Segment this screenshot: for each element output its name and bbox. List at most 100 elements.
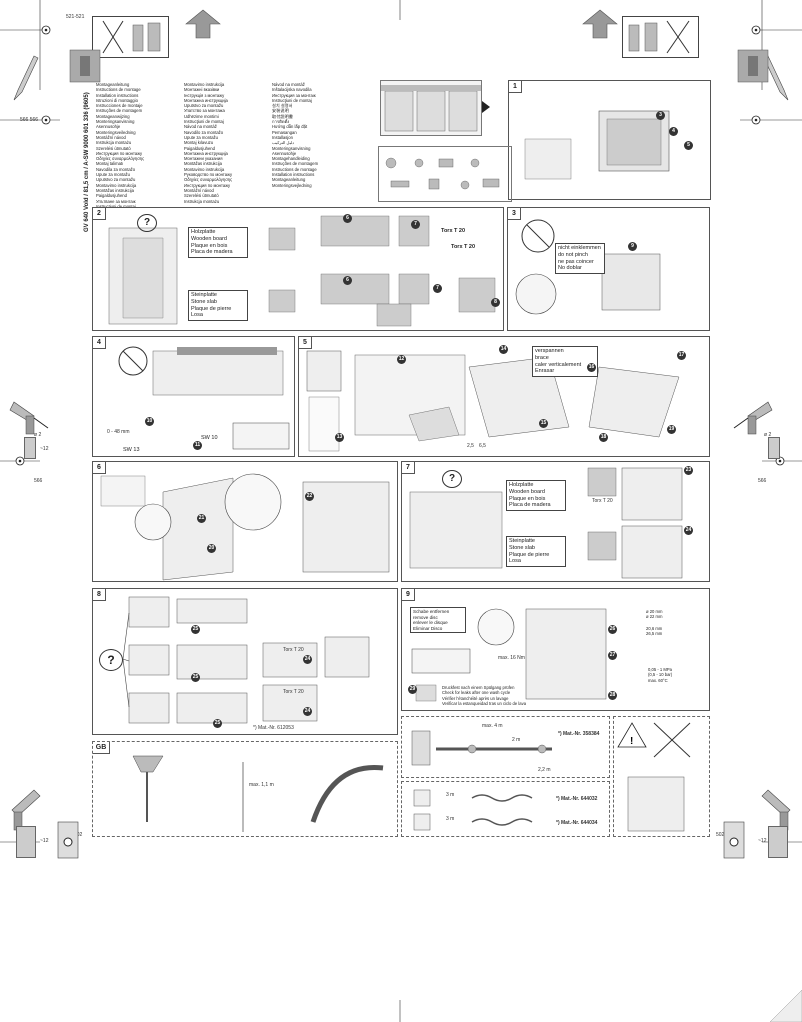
dim-mid-left: 566 566: [20, 117, 39, 123]
torx-label-1: Torx T 20: [441, 228, 466, 234]
languages_col1-item: Uputstvo za montažu: [96, 177, 136, 183]
hose-dims: ø 20 mm ø 22 mm 20,6 mm 26,5 mm: [646, 609, 663, 636]
gb-panel: GB max. 1,1 m: [92, 741, 398, 837]
languages_col1-item: Montaj talimatı: [96, 161, 124, 167]
scrape-es: Eliminar Disco: [413, 625, 443, 631]
pressure-mpa: 0,05 - 1 MPa: [648, 667, 672, 672]
languages_col2-item: Szerelési útmutató: [184, 193, 219, 199]
step-panel-7: 7 ? Holzplatte Wooden board Plaque en bo…: [401, 461, 710, 582]
drill-depth-bottom-left: ~12: [40, 838, 49, 844]
mat-nr-label: *) Mat.-Nr. 612053: [253, 725, 294, 731]
languages_col3-item: Monteringsanvisning: [272, 145, 311, 151]
callout-14: 14: [499, 345, 508, 354]
callout-24: 24: [303, 655, 312, 664]
languages_col3-item: Montagehandleiding: [272, 156, 310, 162]
max-length: max. 4 m: [482, 723, 503, 729]
length-2-2m: 2,2 m: [538, 767, 551, 773]
question-bubble-icon: ?: [137, 214, 157, 232]
languages_col1-item: Montageanleitung: [96, 82, 130, 87]
step-panel-8: 8 ? Torx T 20 Torx T 20 *) Mat.-Nr. 6120…: [92, 588, 398, 735]
dim-566-right: 566: [758, 478, 767, 484]
languages_col2-item: Монтажна инструкција: [184, 97, 228, 103]
languages_col3-item: Inštalacijska navodila: [272, 87, 312, 93]
stone-label-en: Stone slab: [509, 544, 535, 551]
drill-depth-bottom-right: ~12: [758, 838, 767, 844]
languages_col3-item: Instruções de montagem: [272, 161, 319, 167]
drill-hole-template: [768, 826, 788, 858]
drill-hole-template: [24, 437, 36, 459]
languages_col1-item: Instrucţiuni de montaj: [96, 204, 182, 209]
languages_col3-item: 取付説明書: [272, 113, 293, 119]
callout-10: 10: [145, 417, 154, 426]
torx-label-2: Torx T 20: [283, 689, 304, 695]
brace-de: verspannen: [535, 348, 564, 354]
tip-warning-panel: !: [613, 716, 710, 837]
drill-icon: [9, 401, 49, 435]
hose-extension-panel: max. 4 m 2 m 2,2 m *) Mat.-Nr. 358384: [401, 716, 610, 778]
languages_col1-item: Upute za montažu: [96, 172, 130, 178]
warn-de: nicht einklemmen: [558, 245, 601, 251]
languages_col3-item: Installasjon: [272, 134, 293, 140]
note-fr: Vérifier l'étanchéité après un lavage: [442, 695, 509, 701]
languages_col1-item: Montageanwijzing: [96, 113, 130, 119]
callout-17: 17: [677, 351, 686, 360]
dim-26-5mm: 26,5 mm: [646, 630, 663, 636]
play-arrow-icon: [482, 101, 490, 113]
svg-text:!: !: [630, 736, 633, 747]
brace-fr: caler verticalement: [535, 361, 582, 368]
stone-label-fr: Plaque de pierre: [191, 305, 232, 312]
dim-502-right: 502: [716, 832, 725, 838]
drill-diameter-left: ø 2: [34, 432, 42, 438]
step-number: 9: [402, 589, 415, 601]
max-height-label: max. 1,1 m: [249, 782, 274, 788]
languages_col1-item: Asennusohje: [96, 124, 121, 130]
step-panel-9: 9 Schabe entfernen remove disc enlever l…: [401, 588, 710, 711]
languages_col1-item: Montāžas instrukcija: [96, 187, 134, 193]
languages_col2-item: Монтажні вказівки: [184, 87, 220, 93]
languages_col3-item: Montageanleitung: [272, 177, 306, 183]
warn-es: No doblar: [558, 265, 582, 272]
mat-nr-cable-1: *) Mat.-Nr. 644032: [556, 796, 598, 802]
note-de: Druckfest nach einem Spülgang prüfen: [442, 685, 515, 690]
max-torque-label: max. 16 Nm: [498, 655, 525, 661]
languages_col2-item: Montavimo instrukcija: [184, 82, 225, 87]
callout-21: 21: [197, 514, 206, 523]
languages_col3-item: Monteringsvejledning: [272, 182, 312, 188]
callout-20: 20: [207, 544, 216, 553]
scrape-en: remove disc: [413, 614, 438, 620]
dim-20-6mm: 20,6 mm: [646, 625, 663, 631]
wood-label-es: Placa de madera: [191, 249, 233, 256]
languages_col1-item: Instruções de montagem: [96, 108, 143, 114]
step-panel-4: 4 0 - 48 mm SW 13 SW 10 10 11: [92, 336, 295, 457]
callout-25: 25: [191, 625, 200, 634]
wood-label-es: Placa de madera: [509, 502, 551, 509]
step-number: 8: [93, 589, 106, 601]
scrape-de: Schabe entfernen: [413, 609, 450, 614]
wood-label-fr: Plaque en bois: [509, 495, 546, 502]
do-not-pinch-label: nicht einklemmen do not pinch ne pas coi…: [555, 243, 605, 275]
wrench-sw13-label: SW 13: [123, 447, 140, 453]
warn-en: do not pinch: [558, 251, 588, 258]
languages_col1-item: Instructions de montage: [96, 87, 141, 93]
drill-depth-left: ~12: [40, 446, 49, 452]
step-number: 4: [93, 337, 106, 349]
callout-5: 5: [684, 141, 693, 150]
languages_col3-item: Instructions de montage: [272, 166, 317, 172]
wall-bracket-icon: [69, 49, 101, 83]
languages_col3-item: Instrucţiuni de montaj: [272, 97, 312, 103]
languages_col1-item: Οδηγίες συναρμολόγησης: [96, 156, 145, 162]
languages_col3-item: دليل التركيب: [272, 140, 295, 146]
template-crossed-left: [92, 16, 169, 58]
callout-9: 9: [628, 242, 637, 251]
callout-27: 27: [608, 651, 617, 660]
drill-hole-template: [768, 437, 780, 459]
kitchen-front-illustration: [380, 80, 482, 136]
languages_col3-item: 安装说明: [272, 108, 289, 114]
callout-28: 28: [608, 691, 617, 700]
languages_col2-item: Монтажни указания: [184, 156, 223, 162]
languages_col3-item: Installation instructions: [272, 172, 315, 178]
step-panel-3: 3 nicht einklemmen do not pinch ne pas c…: [507, 207, 710, 331]
languages_col3-item: Инструкция за монтаж: [272, 92, 316, 98]
torx-label: Torx T 20: [592, 498, 613, 504]
